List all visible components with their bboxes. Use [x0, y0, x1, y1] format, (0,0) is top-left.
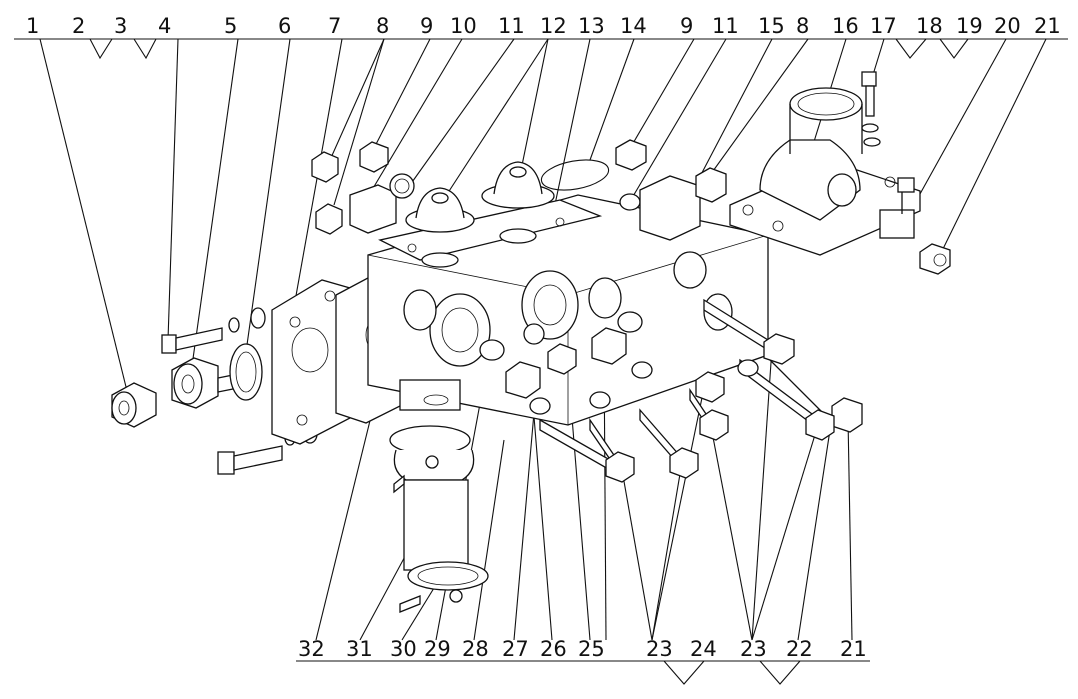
fittings-25-28: [479, 311, 643, 399]
callout-2: 2: [72, 14, 85, 38]
callout-5: 5: [224, 14, 237, 38]
cap-nut-21b: [831, 397, 863, 433]
callout-19: 19: [956, 14, 983, 38]
studs-22-24: [529, 298, 835, 483]
callout-21: 21: [1034, 14, 1061, 38]
callout-10: 10: [450, 14, 477, 38]
top-flange-13: [378, 199, 603, 261]
hose-clamps-29-31: [389, 425, 489, 613]
bottom-underlines: [296, 660, 870, 685]
callout-29: 29: [424, 637, 451, 661]
cap-nut-1: [111, 382, 157, 428]
callout-11b: 11: [712, 14, 739, 38]
bolt-4: [161, 327, 223, 354]
callout-24: 24: [690, 637, 717, 661]
callout-20: 20: [994, 14, 1021, 38]
inlet-pipe: [399, 379, 461, 411]
callout-22: 22: [786, 637, 813, 661]
callout-8: 8: [376, 14, 389, 38]
callout-1: 1: [26, 14, 39, 38]
callout-16: 16: [832, 14, 859, 38]
cap-nut-21a: [919, 243, 951, 275]
flange-ring-6: [229, 343, 263, 401]
fittings-left: [311, 141, 415, 235]
callout-9b: 9: [680, 14, 693, 38]
callout-31: 31: [346, 637, 373, 661]
callout-32: 32: [298, 637, 325, 661]
callout-9: 9: [420, 14, 433, 38]
callout-14: 14: [620, 14, 647, 38]
outlet-cover-16: [729, 87, 921, 256]
callout-27: 27: [502, 637, 529, 661]
callout-23a: 23: [646, 637, 673, 661]
bottom-callouts: 32 31 30 29 28 27 26 25 23 24 23 22 21: [298, 637, 867, 661]
callout-26: 26: [540, 637, 567, 661]
leader-lines-bottom: [315, 341, 853, 641]
bolt-17: [861, 71, 881, 147]
callout-7: 7: [328, 14, 341, 38]
callout-17: 17: [870, 14, 897, 38]
callout-28: 28: [462, 637, 489, 661]
top-underlines: [14, 38, 1068, 60]
callout-3: 3: [114, 14, 127, 38]
parts: [111, 71, 951, 613]
callout-8b: 8: [796, 14, 809, 38]
callout-30: 30: [390, 637, 417, 661]
callout-12: 12: [540, 14, 567, 38]
main-housing: [367, 194, 769, 426]
callout-11: 11: [498, 14, 525, 38]
sensor-block-20: [879, 177, 915, 239]
thermostat-left-12: [405, 187, 475, 268]
top-callouts: 1 2 3 4 5 6 7 8 9 10 11 12 13 14 9 11 15…: [26, 14, 1061, 38]
o-ring-14: [540, 159, 610, 191]
callout-4: 4: [158, 14, 171, 38]
thermostat-right-12: [481, 161, 555, 244]
fittings-right: [615, 139, 727, 241]
callout-18: 18: [916, 14, 943, 38]
callout-25: 25: [578, 637, 605, 661]
callout-6: 6: [278, 14, 291, 38]
callout-13: 13: [578, 14, 605, 38]
callout-15: 15: [758, 14, 785, 38]
callout-21b: 21: [840, 637, 867, 661]
callout-23b: 23: [740, 637, 767, 661]
bolt-long: [217, 445, 283, 475]
